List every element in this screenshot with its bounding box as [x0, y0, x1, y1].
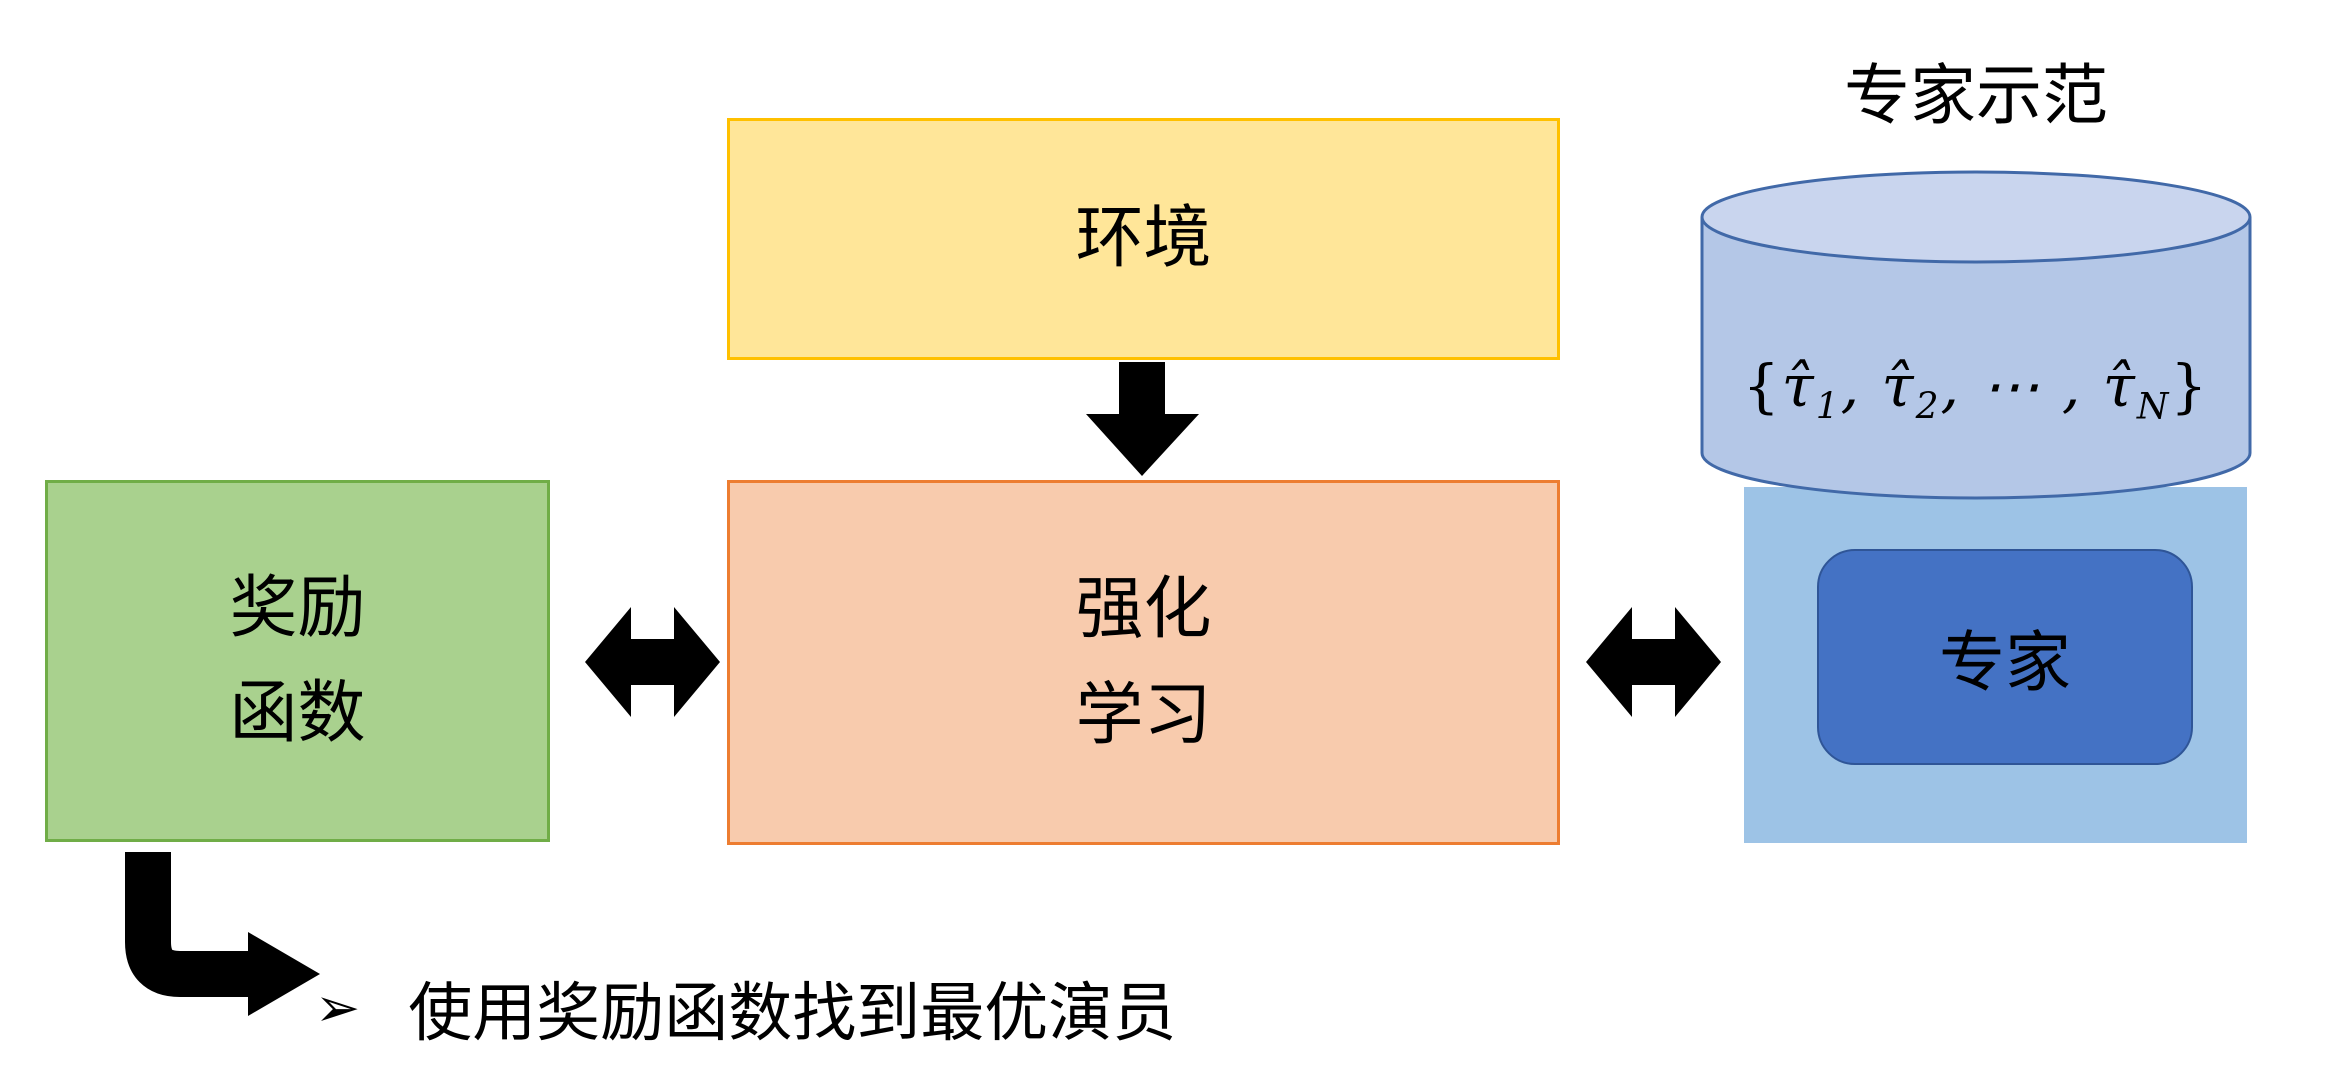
bent-arrow-icon: [125, 852, 320, 1016]
down-arrow-icon: [1086, 362, 1199, 476]
subscript-1: 1: [1815, 386, 1841, 428]
left-right-arrow-icon: [1586, 607, 1721, 717]
environment-box: 环境: [727, 118, 1560, 360]
bottom-note: ➢ 使用奖励函数找到最优演员: [315, 962, 1176, 1054]
database-cylinder-icon: [1700, 170, 2252, 500]
comma: ,: [2041, 352, 2103, 420]
subscript-N: N: [2136, 386, 2171, 428]
rl-label-line2: 学习: [1075, 675, 1212, 755]
environment-label: 环境: [1075, 199, 1212, 279]
comma: ,: [1840, 352, 1882, 420]
tau-hat-1: τ̂: [1781, 352, 1816, 420]
trajectory-set-formula: {τ̂1, τ̂2, ⋯ , τ̂N}: [1700, 352, 2252, 428]
expert-demos-title: 专家示范: [1844, 57, 2108, 134]
reward-label-line2: 函数: [229, 674, 366, 753]
ellipsis-dots: ⋯: [1981, 352, 2042, 420]
tau-hat-2: τ̂: [1881, 352, 1916, 420]
expert-label: 专家: [1939, 624, 2071, 701]
bottom-note-text: 使用奖励函数找到最优演员: [408, 977, 1177, 1051]
expert-chip: 专家: [1817, 549, 2193, 765]
rl-label-line1: 强化: [1075, 570, 1212, 650]
reward-function-box: 奖励 函数: [45, 480, 550, 842]
comma: ,: [1940, 352, 1982, 420]
formula-close-brace: }: [2170, 352, 2210, 420]
reinforcement-learning-box: 强化 学习: [727, 480, 1560, 845]
reward-label-line1: 奖励: [229, 568, 366, 648]
subscript-2: 2: [1915, 386, 1941, 428]
tau-hat-N: τ̂: [2102, 352, 2137, 420]
formula-open-brace: {: [1742, 352, 1782, 420]
arrowhead-bullet-icon: ➢: [315, 976, 361, 1039]
left-right-arrow-icon: [585, 607, 720, 717]
